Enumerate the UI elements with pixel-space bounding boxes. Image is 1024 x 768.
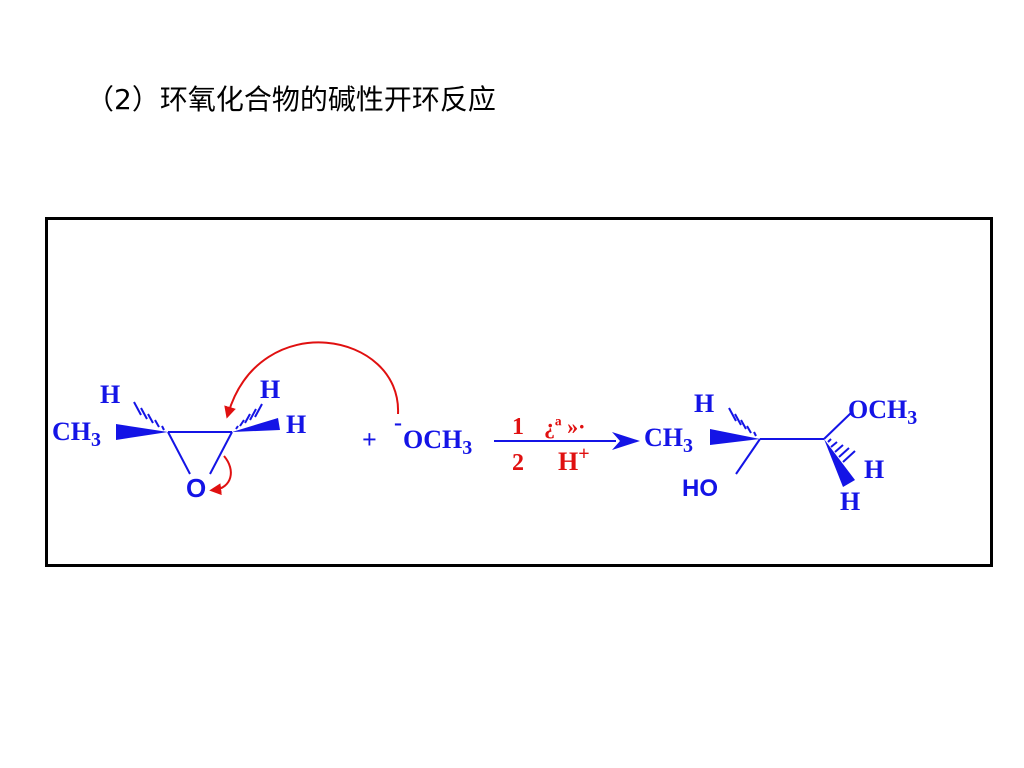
atom-h-top-right: H: [260, 375, 280, 404]
page-title: （2）环氧化合物的碱性开环反应: [86, 83, 496, 116]
hashed-bond-h-top-product: [728, 407, 757, 437]
bond-c1-oh: [735, 438, 761, 475]
condition-step1-text: ¿ª »·: [544, 414, 585, 439]
product-molecule: H OCH3 CH3 HO H H: [644, 389, 917, 516]
atom-och3-product: OCH3: [848, 395, 917, 429]
bond-c1-o: [167, 431, 191, 475]
condition-step1-number: 1: [512, 414, 524, 440]
reaction-arrow-head: [612, 432, 640, 450]
atom-o-epoxide: O: [186, 473, 206, 503]
reaction-arrow-group: 1 ¿ª »· 2 H+: [494, 414, 640, 476]
atom-h-right-product: H: [864, 455, 884, 484]
bond-c2-och3: [823, 411, 853, 440]
atom-ch3-product: CH3: [644, 423, 693, 457]
negative-charge: -: [394, 410, 402, 436]
reactant-epoxide: H CH3 H H O: [52, 375, 306, 503]
wedge-bond-h-right: [232, 418, 280, 432]
plus-sign: +: [362, 425, 377, 454]
wedge-bond-ch3-product: [710, 429, 760, 445]
bond-c2-o: [209, 431, 233, 475]
wedge-bond-ch3: [116, 424, 168, 440]
methoxide-label: OCH3: [403, 425, 472, 459]
curved-arrow-co-break: [209, 455, 232, 496]
wedge-bond-h-bottom-product: [824, 439, 855, 487]
atom-ch3-left: CH3: [52, 417, 101, 451]
condition-step2-text: H+: [558, 443, 590, 476]
hashed-bond-h-left: [133, 401, 165, 431]
hashed-bond-h-top-right: [235, 403, 263, 430]
atom-h-top-left: H: [100, 380, 120, 409]
nucleophile-methoxide: + - OCH3: [362, 410, 472, 459]
atom-h-right: H: [286, 410, 306, 439]
atom-h-top-product: H: [694, 389, 714, 418]
atom-h-bottom-product: H: [840, 487, 860, 516]
hashed-bond-h-right-product: [827, 438, 856, 463]
reaction-box: [45, 217, 993, 567]
atom-ho-product: HO: [682, 475, 718, 502]
condition-step2-number: 2: [512, 450, 524, 476]
curved-arrow-nucleophilic-attack: [224, 341, 400, 419]
